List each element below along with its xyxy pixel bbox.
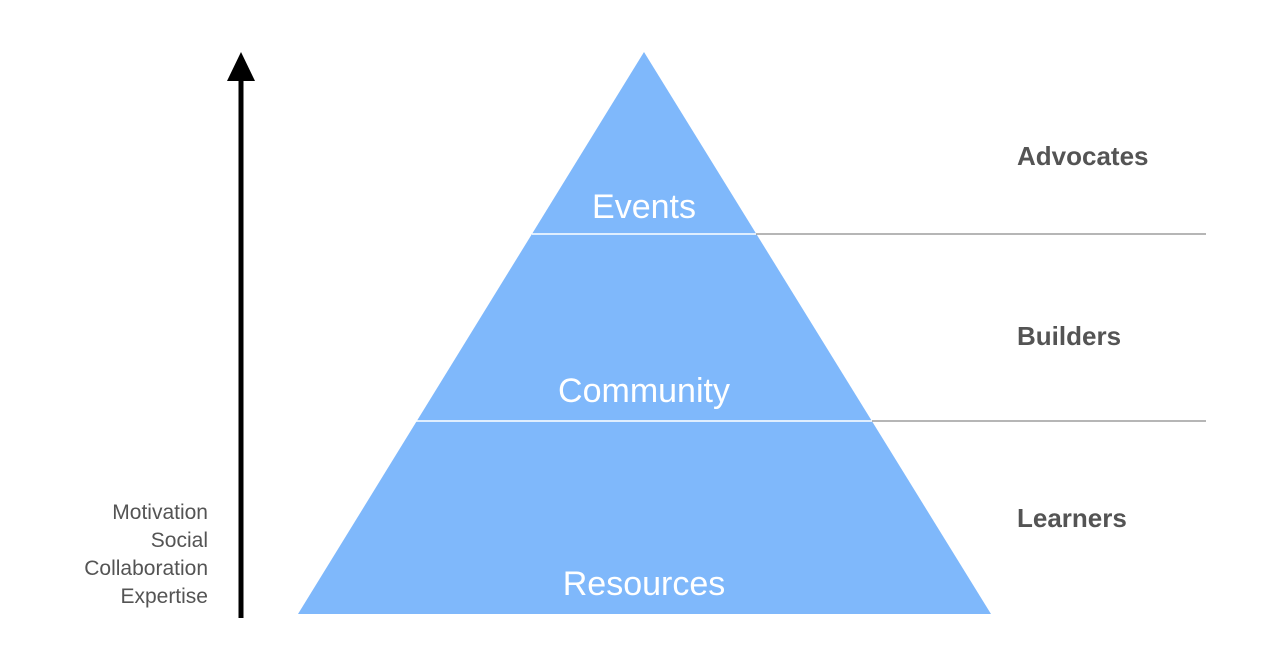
role-label-learners: Learners	[1017, 503, 1127, 533]
role-label-advocates: Advocates	[1017, 141, 1149, 171]
axis-arrow	[227, 52, 255, 618]
tier-label-resources: Resources	[563, 565, 726, 603]
factor-label-collaboration: Collaboration	[84, 557, 208, 580]
pyramid-shape	[298, 52, 991, 614]
role-label-builders: Builders	[1017, 321, 1121, 351]
factor-label-social: Social	[151, 529, 208, 552]
tier-label-events: Events	[592, 188, 696, 226]
tier-label-community: Community	[558, 372, 730, 410]
factor-label-expertise: Expertise	[120, 585, 208, 608]
pyramid	[298, 52, 991, 614]
arrow-up-icon	[227, 52, 255, 81]
factor-label-motivation: Motivation	[112, 501, 208, 524]
